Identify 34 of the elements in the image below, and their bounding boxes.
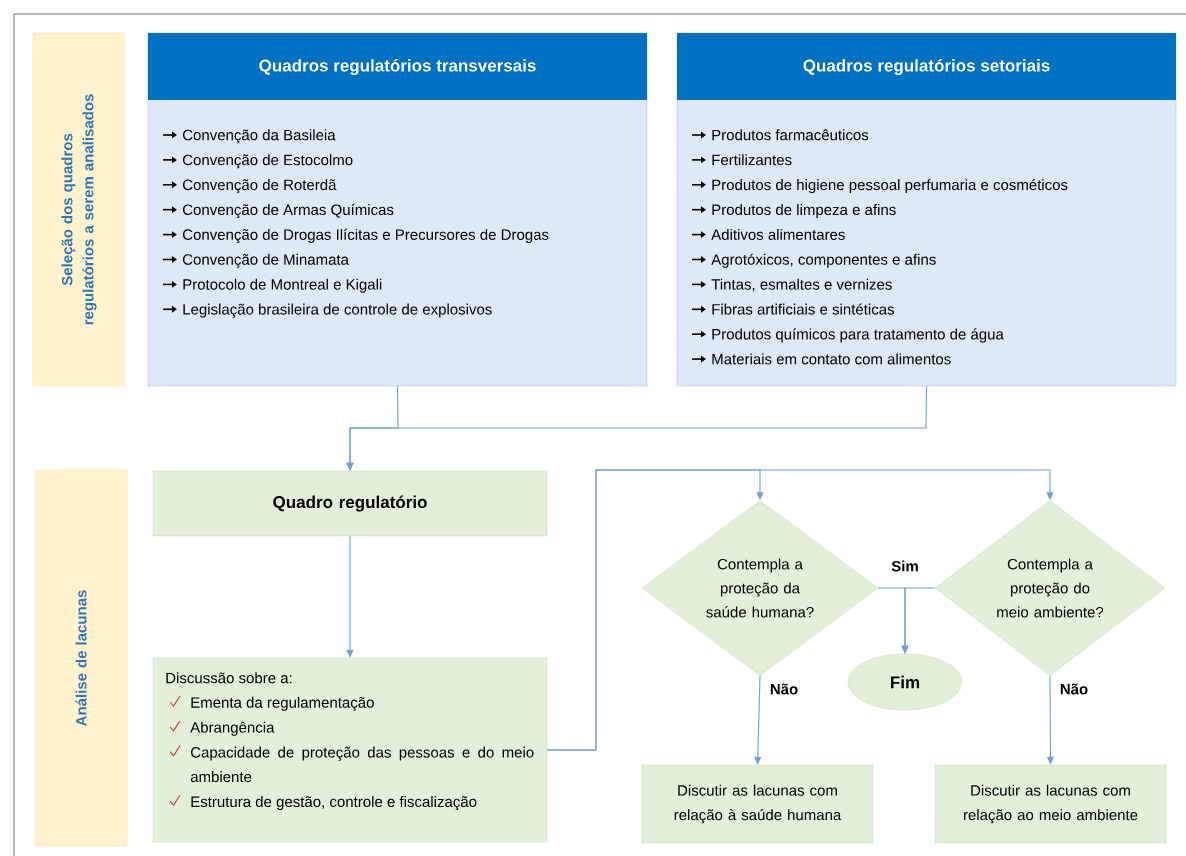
- arrow: [546, 469, 1054, 751]
- edge-label: Não: [767, 681, 801, 697]
- process-box: Quadro regulatório: [152, 470, 548, 537]
- list-item: Aditivos alimentares: [711, 228, 845, 240]
- list-item: Protocolo de Montreal e Kigali: [183, 278, 382, 293]
- list-item: Fertilizantes: [712, 154, 792, 166]
- list-item: Ementa da regulamentação: [191, 696, 374, 711]
- panel-heading: Quadros regulatórios transversais: [148, 33, 647, 100]
- list-item: Produtos químicos para tratamento de água: [712, 328, 1004, 343]
- list-item: Agrotóxicos, componentes e afins: [711, 253, 936, 268]
- list-item: Estrutura de gestão, controle e fiscalização: [191, 796, 477, 811]
- edge-label: Não: [1057, 681, 1091, 697]
- list-item: Convenção de Estocolmo: [182, 154, 353, 169]
- list-item: Capacidade de proteção das pessoas e do meio ambiente: [190, 746, 534, 783]
- list-item: Abrangência: [190, 721, 275, 736]
- list-item: Legislação brasileira de controle de explosivos: [183, 303, 492, 318]
- process-box: Discutir as lacunas com relação ao meio ambiente: [934, 764, 1167, 844]
- box-heading: Discussão sobre a:: [166, 672, 292, 684]
- list-item: Tintas, esmaltes e vernizes: [711, 278, 892, 292]
- list-item: Convenção de Armas Químicas: [182, 203, 394, 219]
- list-item: Convenção de Minamata: [182, 253, 349, 268]
- process-box: Discutir as lacunas com relação à saúde humana: [641, 764, 874, 844]
- panel-heading: Quadros regulatórios setoriais: [677, 33, 1176, 100]
- edge-label: Sim: [889, 558, 921, 574]
- list-item: Produtos de higiene pessoal perfumaria e cosméticos: [712, 178, 1068, 194]
- list-item: Convenção da Basileia: [182, 129, 336, 144]
- list-item: Produtos farmacêuticos: [712, 129, 869, 141]
- list-item: Materiais em contato com alimentos: [712, 353, 951, 365]
- band-title: Seleção dos quadros regulatórios a serem analisados: [61, 94, 97, 325]
- list-item: Fibras artificiais e sintéticas: [712, 303, 894, 315]
- list-item: Produtos de limpeza e afins: [712, 204, 896, 218]
- band-title: Análise de lacunas: [75, 590, 87, 726]
- list-item: Convenção de Roterdã: [182, 179, 337, 194]
- list-item: Convenção de Drogas Ilícitas e Precursores de Drogas: [182, 228, 549, 243]
